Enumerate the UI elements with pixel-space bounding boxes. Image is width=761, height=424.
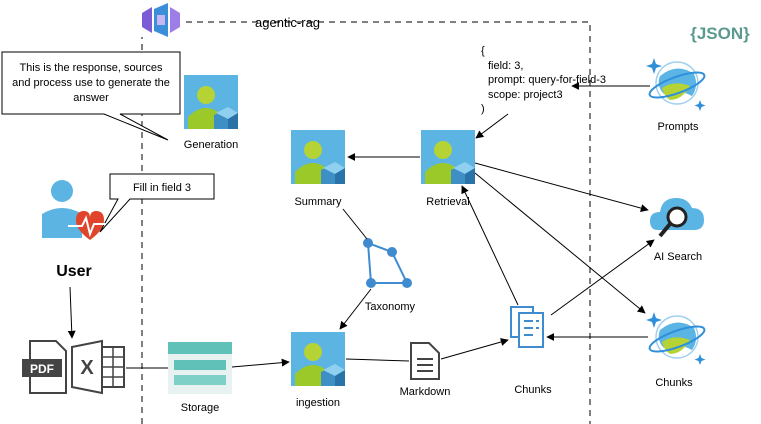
fill-callout-text: Fill in field 3 (133, 182, 191, 194)
markdown-document-icon (410, 342, 440, 380)
json-badge: {JSON} (690, 24, 750, 43)
storage-label: Storage (181, 402, 220, 414)
arrow-user-to-files (67, 286, 76, 339)
pdf-icon-text: PDF (30, 362, 54, 376)
chunks-document-icon (510, 306, 544, 348)
chunks-cosmos-icon (645, 311, 708, 366)
taxonomy-label: Taxonomy (365, 301, 416, 313)
ingestion-agent-icon (291, 332, 345, 386)
excel-icon: X (71, 339, 125, 395)
response-callout-line-2: and process use to generate the (12, 77, 170, 89)
query-line-3: prompt: query-for-field-3 (488, 74, 606, 86)
line-taxonomy-to-summary (342, 208, 368, 240)
response-callout-line-1: This is the response, sources (19, 62, 163, 74)
connectors (67, 82, 655, 369)
arrow-query-to-retrieval (475, 113, 509, 139)
ingestion-label: ingestion (296, 397, 340, 409)
response-callout-line-3: answer (73, 92, 109, 104)
fill-callout (99, 173, 215, 233)
excel-icon-text: X (80, 357, 94, 379)
arrow-taxonomy-to-ingestion (339, 288, 372, 330)
retrieval-agent-icon (421, 130, 475, 184)
storage-icon (168, 342, 232, 394)
arrow-retrieval-to-ai-search (474, 162, 649, 212)
retrieval-label: Retrieval (426, 196, 469, 208)
chunks-document-label: Chunks (514, 384, 552, 396)
prompts-label: Prompts (658, 121, 699, 133)
query-line-2: field: 3, (488, 60, 523, 72)
user-label: User (56, 263, 92, 280)
arrow-retrieval-to-chunks-db (474, 172, 646, 314)
query-line-4: scope: project3 (488, 89, 563, 101)
arrow-chunks-to-retrieval (461, 185, 519, 306)
arrow-markdown-to-chunks (440, 338, 509, 360)
ai-search-icon (650, 198, 704, 238)
query-line-1: { (481, 45, 485, 57)
summary-agent-icon (291, 130, 345, 184)
arrow-chunks-to-ai-search (550, 239, 655, 316)
container-title: agentic-rag (255, 15, 320, 30)
ai-search-label: AI Search (654, 251, 702, 263)
chunks-db-label: Chunks (655, 377, 693, 389)
arrow-storage-to-ingestion (231, 358, 290, 368)
generation-agent-icon (184, 75, 238, 129)
markdown-label: Markdown (400, 386, 451, 398)
pdf-icon: PDF (22, 340, 67, 394)
prompts-cosmos-icon (645, 57, 708, 112)
generation-label: Generation (184, 139, 238, 151)
line-ingestion-to-markdown (345, 358, 410, 362)
summary-label: Summary (294, 196, 342, 208)
query-line-5: ) (481, 103, 485, 115)
response-callout (1, 51, 181, 141)
container-logo-icon (138, 3, 184, 37)
user-icon (42, 180, 106, 240)
taxonomy-icon (363, 238, 412, 288)
